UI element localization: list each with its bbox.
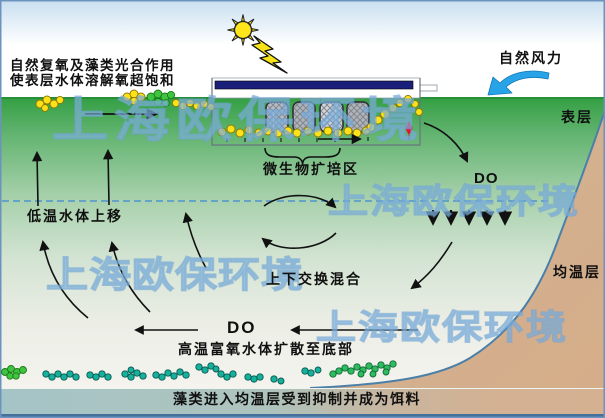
aeration-bubbles bbox=[217, 94, 423, 138]
label-vertical-exchange-mixing: 上下交换混合 bbox=[266, 271, 362, 287]
do-sinking-arrows bbox=[425, 210, 513, 226]
label-natural-wind: 自然风力 bbox=[499, 50, 563, 66]
mixing-circle-bottom-arc bbox=[261, 232, 337, 249]
sediment-band bbox=[0, 388, 605, 414]
upwelling-arrow-2 bbox=[108, 240, 151, 313]
red-valve-marker bbox=[405, 121, 413, 140]
slope-edge-line bbox=[309, 109, 605, 389]
top-note-line2: 使表层水体溶解氧超饱和 bbox=[10, 73, 175, 88]
label-microbe-culture-zone: 微生物扩培区 bbox=[263, 161, 359, 177]
sun-icon bbox=[227, 14, 259, 46]
label-do-lower: DO bbox=[227, 318, 257, 337]
wind-arrow-icon bbox=[487, 70, 550, 96]
label-do-upper: DO bbox=[474, 170, 499, 187]
rise-arrow-1 bbox=[31, 150, 43, 207]
upwelling-arrow-1 bbox=[39, 239, 89, 319]
float-bar bbox=[214, 80, 414, 90]
biofilm-media-bags bbox=[265, 101, 370, 133]
label-oxygen-rich-diffusion: 高温富氧水体扩散至底部 bbox=[178, 341, 354, 357]
slope-downflow-arrow bbox=[410, 241, 453, 290]
surface-algae-dots bbox=[35, 89, 215, 112]
device-outflow-arrow bbox=[423, 122, 469, 163]
rise-arrow-2 bbox=[102, 148, 114, 206]
label-cold-water-rise: 低温水体上移 bbox=[27, 208, 123, 224]
bottom-algae-dots bbox=[1, 360, 397, 385]
upwelling-arrow-3 bbox=[182, 211, 207, 269]
mixing-circle-top-arc bbox=[263, 194, 337, 209]
lightning-icon bbox=[251, 35, 288, 74]
label-surface-layer: 表层 bbox=[561, 109, 593, 125]
label-isothermal-layer: 均温层 bbox=[553, 264, 601, 280]
label-algae-suppression: 藻类进入均温层受到抑制并成为饵料 bbox=[173, 391, 421, 407]
circulation-arrows bbox=[31, 108, 469, 335]
lake-bed-slope bbox=[310, 110, 605, 388]
outlet-pipe bbox=[419, 84, 438, 92]
microbe-zone-brace bbox=[264, 147, 341, 164]
bottom-border-strip bbox=[0, 414, 605, 418]
top-note-line1: 自然复氧及藻类光合作用 bbox=[10, 58, 175, 73]
top-note: 自然复氧及藻类光合作用 使表层水体溶解氧超饱和 bbox=[10, 58, 175, 88]
